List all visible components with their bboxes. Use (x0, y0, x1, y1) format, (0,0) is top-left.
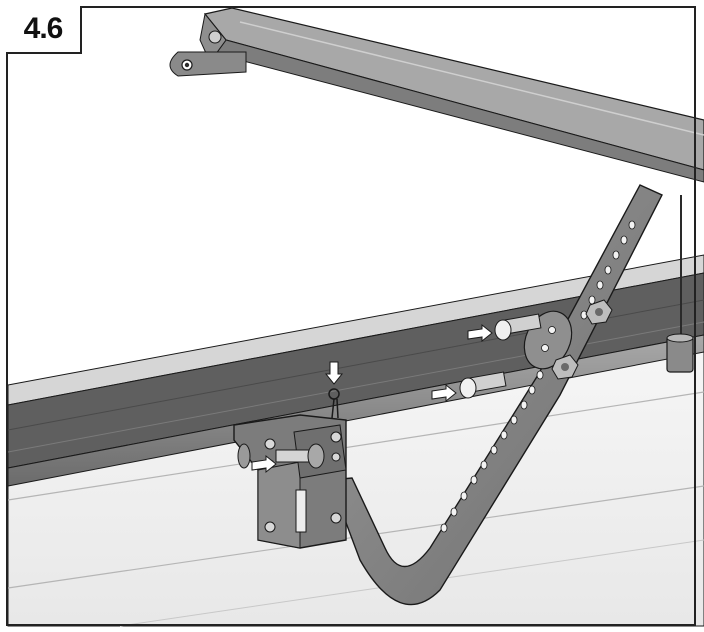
pin-drop-arrow-icon (324, 361, 344, 385)
insert-arrow-icon (467, 323, 493, 343)
insert-arrow-icon (251, 454, 277, 474)
insert-arrow-icon (431, 383, 457, 403)
hanging-rod (666, 195, 694, 373)
bolt-lower (459, 354, 579, 399)
horizontal-beam (169, 7, 704, 183)
bolt-upper (494, 299, 613, 341)
door-arm (329, 184, 663, 606)
arm-holes (440, 220, 636, 533)
step-number: 4.6 (6, 6, 82, 54)
door-bracket (233, 388, 347, 549)
